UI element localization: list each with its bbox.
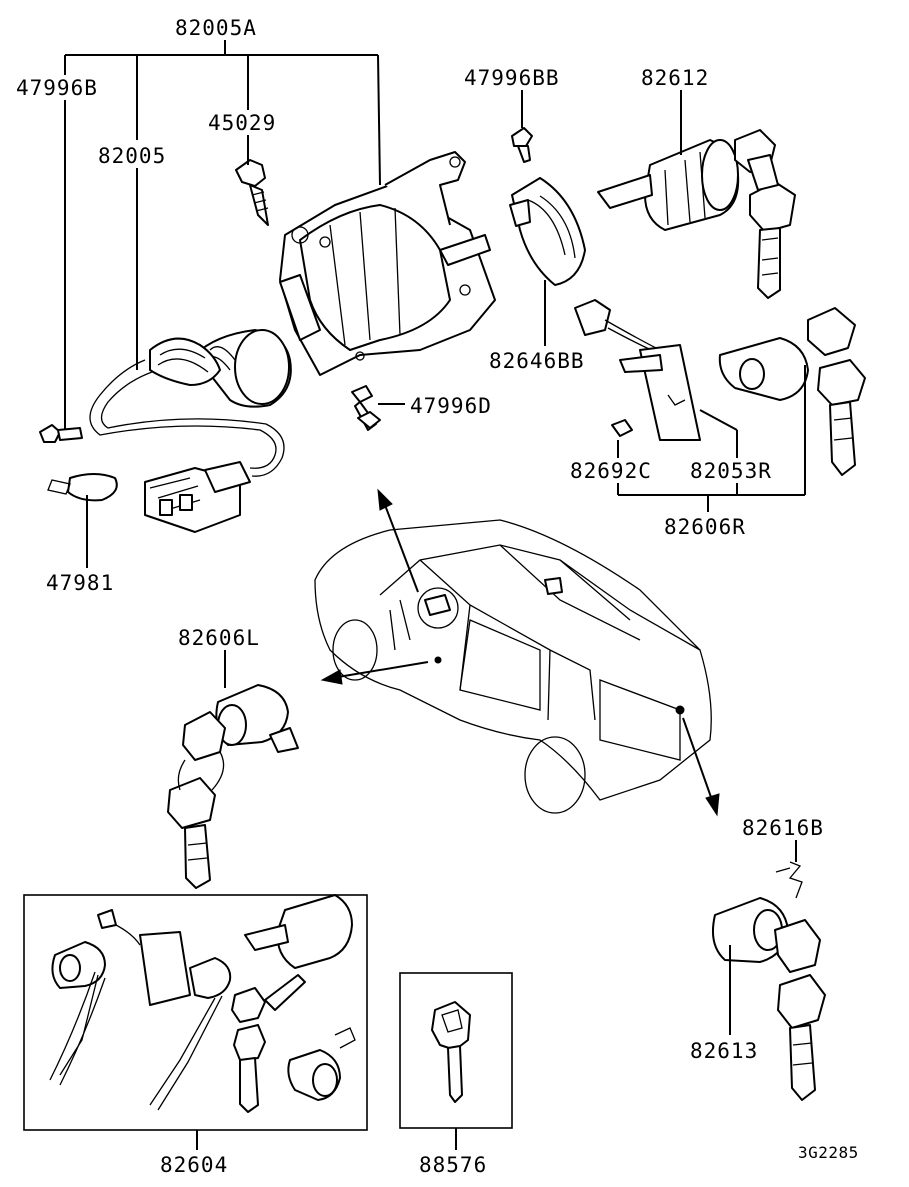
band-82646BB-icon <box>509 177 586 286</box>
clip-82616B-icon <box>775 861 803 899</box>
label-88576[interactable]: 88576 <box>419 1153 487 1177</box>
label-82613[interactable]: 82613 <box>690 1039 758 1063</box>
label-82606L[interactable]: 82606L <box>178 626 260 650</box>
label-47996B[interactable]: 47996B <box>16 76 98 100</box>
door-lock-82606L-icon <box>167 684 299 889</box>
diagram-id: 3G2285 <box>798 1143 859 1162</box>
steering-lock-assembly <box>89 151 496 533</box>
label-47981[interactable]: 47981 <box>46 571 114 595</box>
tailgate-lock-82613-icon <box>712 897 826 1101</box>
blank-key-88576-box <box>399 972 513 1129</box>
label-82604[interactable]: 82604 <box>160 1153 228 1177</box>
label-82005A[interactable]: 82005A <box>175 16 257 40</box>
screw-47996B-icon <box>39 424 83 443</box>
label-45029[interactable]: 45029 <box>208 111 276 135</box>
label-47996BB[interactable]: 47996BB <box>464 66 560 90</box>
label-82692C[interactable]: 82692C <box>570 459 652 483</box>
screw-47996BB-icon <box>511 127 533 163</box>
label-82606R[interactable]: 82606R <box>664 515 746 539</box>
label-82646BB[interactable]: 82646BB <box>489 349 585 373</box>
key-cylinder-82612-icon <box>597 129 796 299</box>
label-82053R[interactable]: 82053R <box>690 459 772 483</box>
label-82616B[interactable]: 82616B <box>742 816 824 840</box>
kit-82604-box <box>23 894 368 1131</box>
vehicle-arrows <box>320 488 720 817</box>
screw-47996D-icon <box>351 385 381 431</box>
vehicle-outline <box>314 519 712 814</box>
label-47996D[interactable]: 47996D <box>410 394 492 418</box>
label-82612[interactable]: 82612 <box>641 66 709 90</box>
bolt-45029-icon <box>235 159 269 226</box>
leader-lines <box>64 40 806 1150</box>
band-clip-47981-icon <box>47 473 118 502</box>
door-lock-82606R-icon <box>574 299 866 476</box>
part-labels: 82005A 47996B 45029 82005 47996D 47981 4… <box>16 16 859 1177</box>
label-82005[interactable]: 82005 <box>98 144 166 168</box>
